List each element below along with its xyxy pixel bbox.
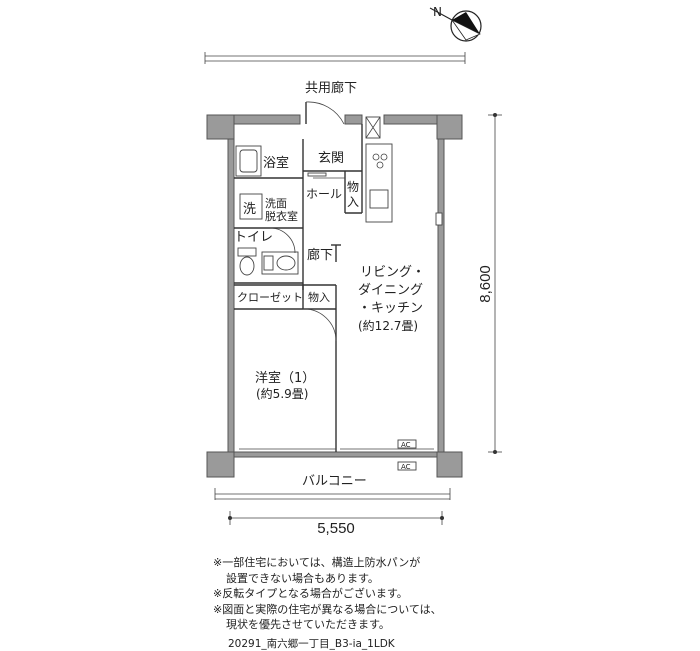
ldk-column [435,212,443,226]
room-label-ldk-1: リビング・ [360,265,425,280]
note-line: 現状を優先させていただきます。 [226,618,390,631]
ac-label-outdoor: AC [401,463,411,471]
room-label-hall: ホール [306,187,342,201]
room-label-storage-a2: 入 [347,195,359,209]
room-label-toilet: トイレ [234,230,273,245]
bedroom-door-swing [302,308,337,342]
width-dimension [228,511,444,525]
room-label-balcony: バルコニー [302,474,367,489]
toilet-door-swing [269,227,296,254]
corridor-label: 共用廊下 [305,80,357,96]
width-dimension-label: 5,550 [317,520,355,537]
room-label-western-area: (約5.9畳) [256,386,308,401]
height-dimension-label: 8,600 [477,265,494,303]
note-line: 設置できない場合もあります。 [226,571,379,585]
outer-walls [206,114,463,478]
ac-label-indoor: AC [401,441,411,449]
plan-code: 20291_南六郷一丁目_B3-ia_1LDK [228,638,395,650]
room-label-storage-b: 物入 [308,290,330,304]
room-label-ldk-area: (約12.7畳) [358,318,418,333]
compass-label: N [433,5,442,19]
north-compass: N [429,5,482,42]
room-label-storage-a1: 物 [347,180,359,194]
balcony-rail [214,488,451,500]
room-label-bath: 浴室 [263,155,289,171]
washroom-mark: 洗 [243,202,256,217]
note-line: ※図面と実際の住宅が異なる場合については、 [213,602,442,616]
toilet-fixture [237,247,257,276]
room-label-entrance: 玄関 [318,151,344,166]
ac-unit-outdoor [397,461,417,471]
room-label-ldk-2: ダイニング [358,283,423,298]
height-dimension [488,113,502,454]
washer-pan [239,193,263,220]
room-label-hallway: 廊下 [307,247,333,263]
room-label-wash-2: 脱衣室 [265,209,298,223]
entrance-door [305,101,345,125]
note-line: ※一部住宅においては、構造上防水パンが [213,556,421,569]
kitchen-counter [365,143,393,223]
ac-unit-indoor [397,439,417,449]
corridor-rail [204,52,466,64]
interior-walls [234,124,363,452]
note-line: ※反転タイプとなる場合がございます。 [213,587,408,600]
washbasin [261,251,299,275]
room-label-ldk-3: ・キッチン [358,301,423,316]
room-label-western: 洋室（1） [255,370,315,386]
notes: ※一部住宅においては、構造上防水パンが 設置できない場合もあります。 ※反転タイ… [213,555,442,633]
room-label-wash-1: 洗面 [265,197,287,210]
room-label-closet: クローゼット [237,291,303,304]
